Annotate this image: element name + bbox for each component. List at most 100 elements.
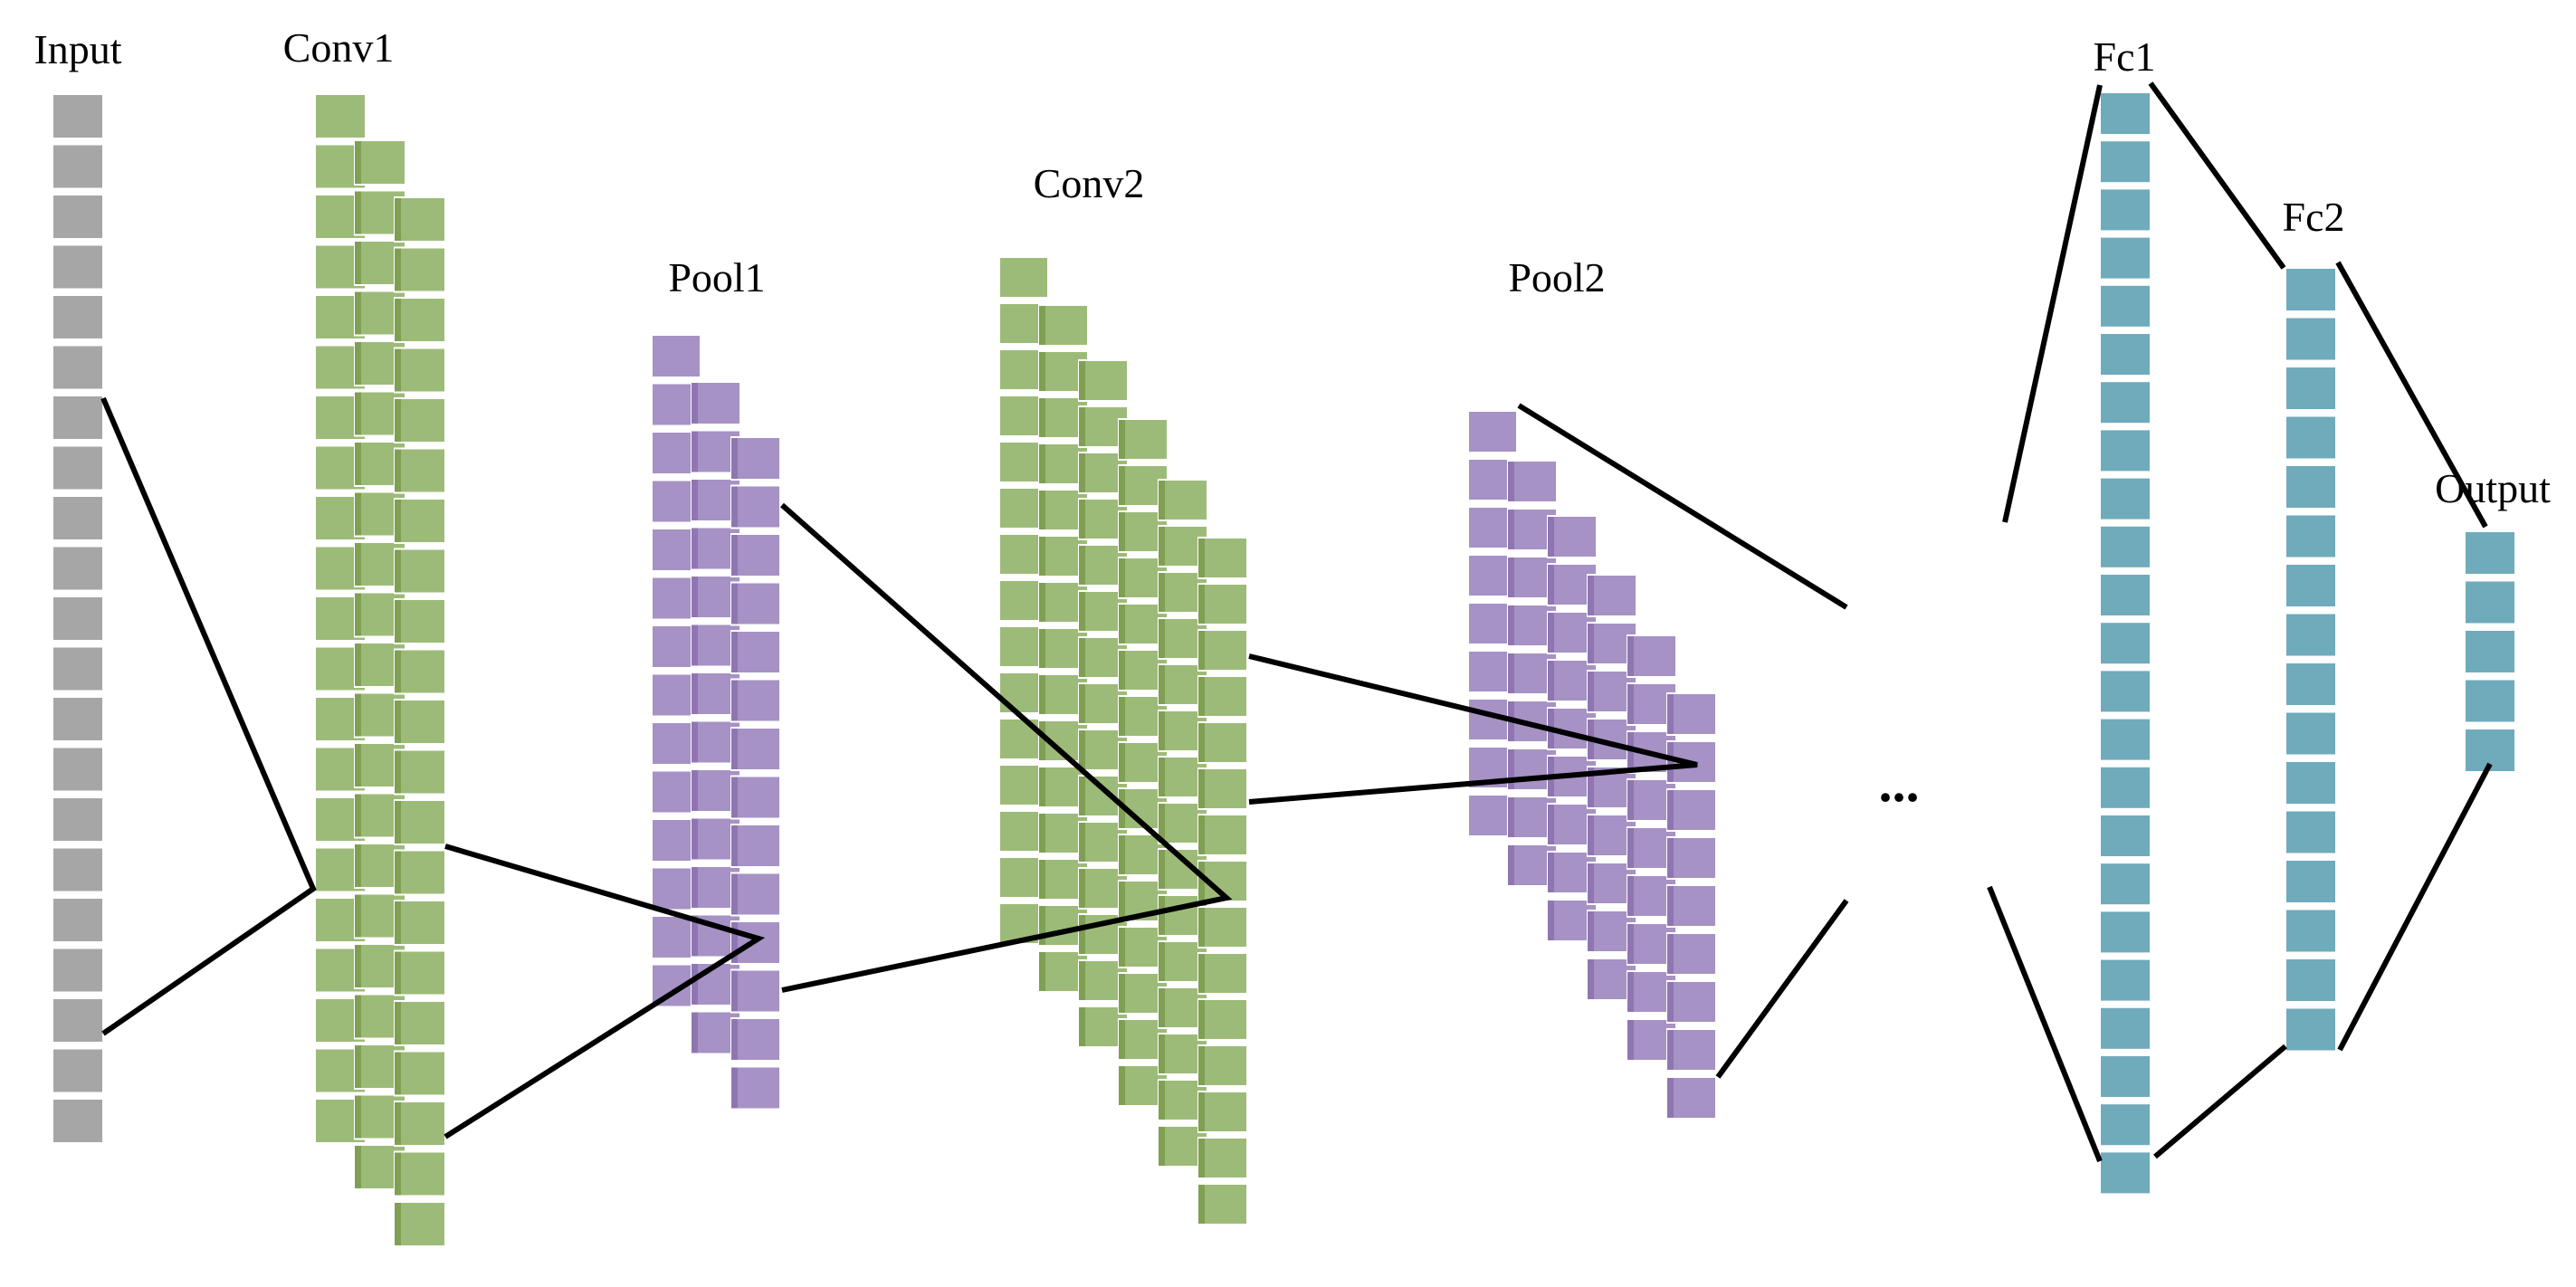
input-column-cell [52,294,104,340]
conv2-map-4-cell-edge [1119,974,1125,1013]
conv1-map-3-cell [394,297,446,343]
pool2-map-6-cell-edge [1667,1078,1674,1118]
pool1-map-3-cell-edge [731,535,738,576]
pool1-map-3-cell-edge [731,922,738,963]
fc2-column-cell [2285,710,2337,757]
conv1-map-3-cell-edge [395,500,401,542]
pool1-map-3-cell-edge [731,1067,738,1109]
fc2-column-cell [2285,908,2337,954]
conv1-map-2-cell-edge [355,242,361,284]
conv2-map-3-cell-edge [1079,361,1085,400]
fc2-column [2285,267,2337,1053]
conv2-map-4-cell-edge [1119,512,1125,551]
pool2-map-2-cell-edge [1508,797,1514,837]
conv1-map-2-cell-edge [355,945,361,987]
conv2-map-3-cell-edge [1079,823,1085,862]
conv1-map-3-cell-edge [395,449,401,492]
fc1-column-cell [2099,1006,2151,1051]
conv1-map-3-cell [394,397,446,443]
pool1-map-3-cell [730,533,781,577]
pool2-map-6-cell-edge [1667,838,1674,878]
pool2-map-6-cell [1666,932,1717,976]
pool1-map-3-cell [730,678,781,723]
conv2-map-6-cell-edge [1198,1139,1205,1177]
conv1-map-3-cell [394,347,446,394]
conv2-map-6-cell [1197,537,1248,579]
conv1-map-2-cell-edge [355,1146,361,1188]
pool1-map-3-cell-edge [731,438,738,479]
pool1-map-3-cell [730,775,781,820]
pool2-map-2-cell-edge [1508,653,1514,693]
conv2-map-2-cell-edge [1039,860,1045,899]
connection-line-8 [1987,885,2103,1163]
pool2-map-6-cell-edge [1667,742,1674,782]
connection-line-2 [444,844,766,1139]
conv2-map-6-cell [1197,1091,1248,1133]
conv2-map-2-cell-edge [1039,675,1045,714]
conv2-map-6-cell-edge [1198,1046,1205,1085]
connection-line-7 [2002,84,2103,523]
conv2-map-6-cell [1197,767,1248,810]
pool1-map-3-cell-edge [731,486,738,528]
conv1-map-2-cell-edge [355,443,361,485]
pool2-map-5-cell-edge [1627,636,1634,676]
conv1-map-3-cell-edge [395,701,401,743]
conv2-map-6-cell-edge [1198,723,1205,762]
pool2-map-2-cell-edge [1508,749,1514,789]
fc1-column-cell [2099,139,2151,185]
input-column-cell [52,243,104,291]
conv2-map-6-cell [1197,906,1248,949]
input-column-cell [52,1098,104,1144]
pool1-map-3-cell [730,968,781,1014]
fc2-column-cell [2285,612,2337,658]
pool1-map-2-cell-edge [692,431,698,472]
connection-line-1 [100,396,317,1036]
fc1-column-cell [2099,814,2151,858]
layer-label-conv1: Conv1 [283,24,395,71]
conv2-map-3-cell-edge [1079,684,1085,723]
conv1-map-3-cell [394,1000,446,1046]
layer-label-conv2: Conv2 [1034,160,1145,206]
pool2-map-6-cell [1666,1028,1717,1072]
conv1-map-3-cell [394,1201,446,1247]
conv1-map-3-cell [394,799,446,845]
conv2-map-6-cell [1197,629,1248,672]
conv2-map-5-cell-edge [1159,1081,1165,1120]
fc1-column-cell [2099,717,2151,762]
pool1-map-2-cell-edge [692,867,698,908]
connection-line-11 [2335,261,2488,529]
conv1-map-3-cell-edge [395,801,401,844]
conv1-map-3-cell [394,548,446,595]
conv2-map-6-cell [1197,1137,1248,1179]
conv2-map-6-cell-edge [1198,862,1205,901]
pool2-map-6-cell-edge [1667,1030,1674,1070]
pool2-map-4-cell-edge [1588,911,1594,951]
conv1-map-2-cell-edge [355,644,361,686]
input-column-cell [52,143,104,190]
pool2-map-6-cell-edge [1667,886,1674,926]
conv2-map-6-cell-edge [1198,1092,1205,1131]
conv2-map-4-cell-edge [1119,835,1125,874]
fc1-column-cell [2099,958,2151,1003]
pool1-map-3-cell [730,484,781,529]
conv2-map-6-cell-edge [1198,908,1205,947]
conv2-map-3-cell-edge [1079,915,1085,954]
pool1-map-3-cell-edge [731,729,738,769]
conv1-map-3-cell-edge [395,600,401,643]
pool2-map-6-cell-edge [1667,694,1674,734]
conv2-map-3-cell [1078,359,1129,402]
pool2-map-3-cell [1547,515,1598,558]
conv2-map-5-cell-edge [1159,988,1165,1027]
input-column-cell [52,897,104,943]
pool2-map-2-cell-edge [1508,558,1514,597]
fc1-column-cell [2099,669,2151,714]
conv1-map-2-cell-edge [355,543,361,586]
pool2-map-2-cell-edge [1508,845,1514,885]
fc1-column-cell [2099,332,2151,377]
fc2-column-cell [2285,415,2337,461]
fc2-column-cell [2285,958,2337,1003]
conv1-map-2-cell-edge [355,141,361,184]
pool2-map-2-cell [1507,460,1558,503]
pool2-map-4-cell [1587,574,1637,617]
connection-line-4 [1248,653,1698,805]
